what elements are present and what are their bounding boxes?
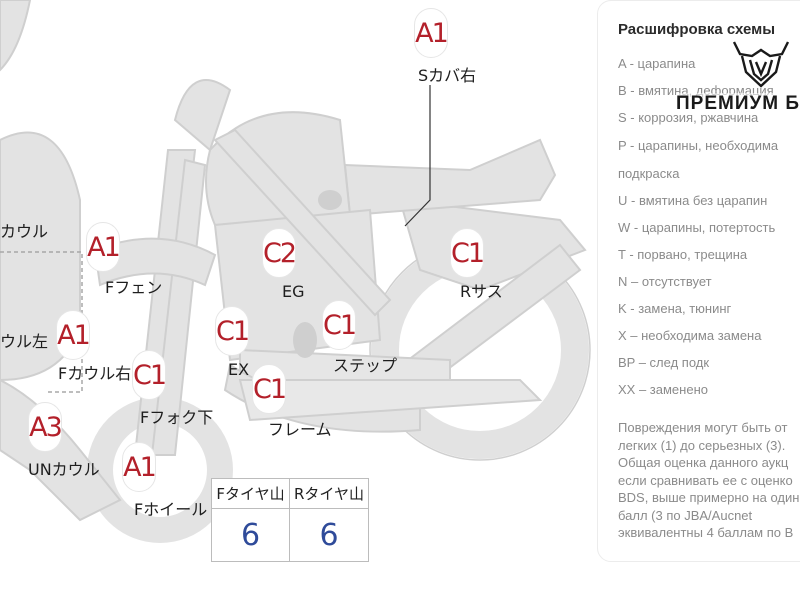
damage-code-f-wheel: A1 <box>122 442 157 492</box>
legend-item: BP – след подк <box>618 355 710 370</box>
legend-item: XX – заменено <box>618 382 708 397</box>
part-label-f-fork-lower: Fフォク下 <box>140 408 214 427</box>
part-label-engine: EG <box>282 282 305 301</box>
legend-item: A - царапина <box>618 56 696 71</box>
part-label-under-cowl: UNカウル <box>28 460 100 479</box>
legend-item: U - вмятина без царапин <box>618 193 768 208</box>
legend-item: T - порвано, трещина <box>618 247 748 262</box>
damage-code-step: C1 <box>322 300 357 350</box>
part-label-r-suspension: Rサス <box>460 282 503 301</box>
tire-header-rear: Rタイヤ山 <box>290 479 368 509</box>
legend-item: K - замена, тюнинг <box>618 301 732 316</box>
bull-head-icon <box>732 41 790 88</box>
part-label-s-cover: Sカバ右 <box>418 66 477 85</box>
brand-name: ПРЕМИУМ Б <box>676 93 800 115</box>
tire-tread-table: Fタイヤ山 Rタイヤ山 6 6 <box>211 478 369 562</box>
part-label-exhaust: EX <box>228 360 250 379</box>
tire-value-front: 6 <box>212 509 290 561</box>
part-label-frame: フレーム <box>268 420 332 439</box>
tire-value-rear: 6 <box>319 517 339 553</box>
part-label-cowl: カウル <box>0 222 49 241</box>
damage-code-frame: C1 <box>252 364 287 414</box>
legend-note: Повреждения могут быть от легких (1) до … <box>618 420 800 540</box>
tire-header-front: Fタイヤ山 <box>212 479 290 509</box>
part-label-f-wheel: Fホイール <box>134 500 208 519</box>
part-label-step: ステップ <box>333 356 398 375</box>
legend-item: подкраска <box>618 166 680 181</box>
damage-code-f-cowl-right: A1 <box>56 310 91 360</box>
part-label-f-cowl-right: Fカウル右 <box>58 364 132 383</box>
damage-code-f-fork-lower: C1 <box>132 350 167 400</box>
damage-code-under-cowl: A3 <box>28 402 63 452</box>
part-label-f-fender: Fフェン <box>105 278 163 297</box>
damage-code-exhaust: C1 <box>215 306 250 356</box>
damage-code-s-cover: A1 <box>414 8 449 58</box>
legend-item: P - царапины, необходима <box>618 138 779 153</box>
legend-item: W - царапины, потертость <box>618 220 776 235</box>
legend-title: Расшифровка схемы <box>618 21 776 38</box>
damage-code-engine: C2 <box>262 228 297 278</box>
part-label-cowl-left: ウル左 <box>0 332 49 351</box>
damage-code-f-fender: A1 <box>86 222 121 272</box>
damage-code-r-suspension: C1 <box>450 228 485 278</box>
legend-item: X – необходима замена <box>618 328 762 343</box>
legend-item: N – отсутствует <box>618 274 712 289</box>
